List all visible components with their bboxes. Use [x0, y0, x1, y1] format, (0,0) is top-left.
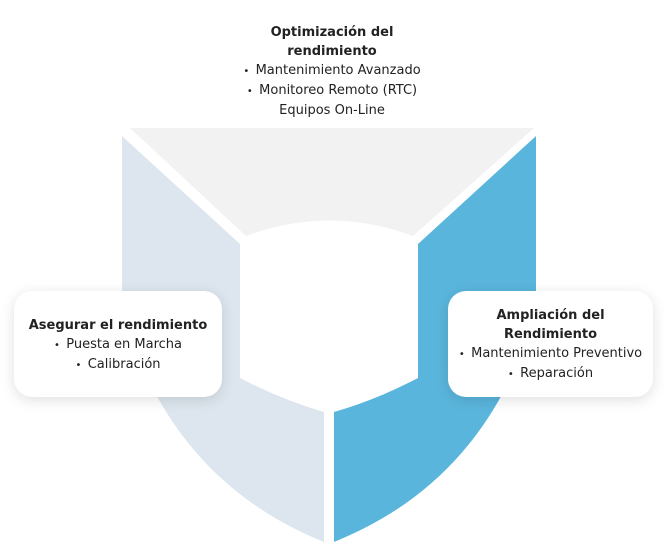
card-right-title-1: Ampliación del [496, 308, 605, 323]
list-item: Mantenimiento Avanzado [232, 61, 432, 81]
list-item: Reparación [448, 364, 653, 384]
card-top-title-1: Optimización del [270, 25, 394, 40]
card-ampliacion: Ampliación del Rendimiento Mantenimiento… [448, 291, 653, 397]
list-item: Monitoreo Remoto (RTC) [232, 81, 432, 101]
card-left-list: Puesta en Marcha Calibración [14, 335, 222, 375]
card-left-title: Asegurar el rendimiento [28, 318, 208, 333]
card-right-list: Mantenimiento Preventivo Reparación [448, 344, 653, 384]
card-right-title-2: Rendimiento [503, 327, 598, 342]
shield-segment-left [122, 136, 324, 542]
list-item: Calibración [14, 355, 222, 375]
list-item: Mantenimiento Preventivo [448, 344, 653, 364]
list-item: Equipos On-Line [279, 103, 385, 118]
shield-segment-right [334, 136, 536, 542]
card-top-title-2: rendimiento [287, 44, 377, 59]
card-optimizacion: Optimización del rendimiento Mantenimien… [232, 14, 432, 124]
list-item: Puesta en Marcha [14, 335, 222, 355]
card-asegurar: Asegurar el rendimiento Puesta en Marcha… [14, 291, 222, 397]
shield-center [250, 225, 410, 404]
shield-segment-top [130, 128, 534, 236]
card-top-list: Mantenimiento Avanzado Monitoreo Remoto … [232, 61, 432, 120]
